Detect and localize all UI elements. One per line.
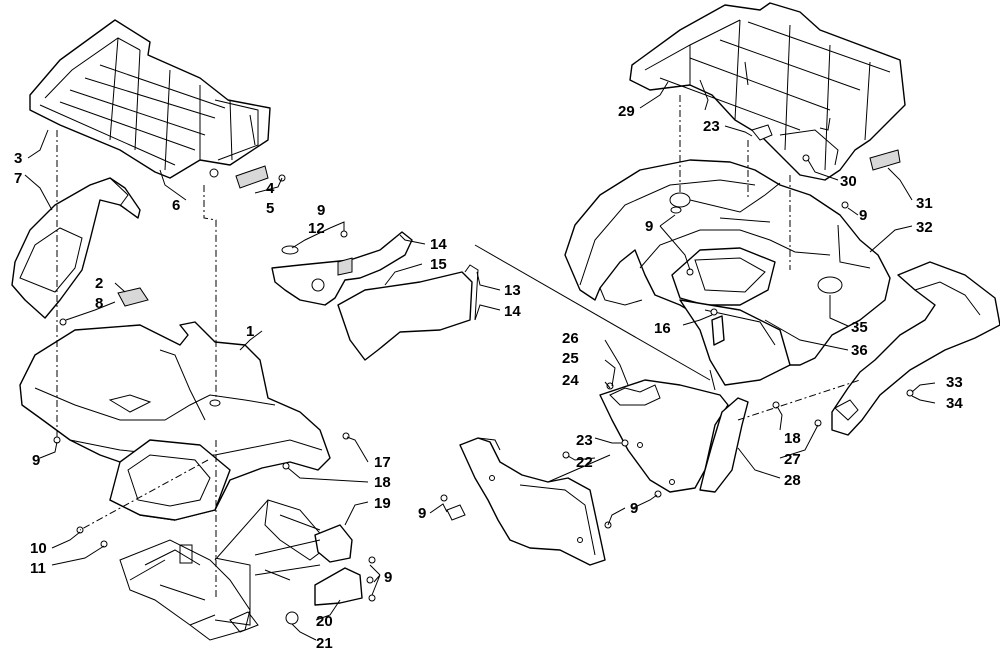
callout-9-side: 9 xyxy=(418,505,426,522)
panel-screw xyxy=(340,230,348,238)
callout-2: 2 xyxy=(95,275,103,292)
rack-bushing xyxy=(209,168,219,178)
callout-26: 26 xyxy=(562,330,579,347)
callout-11: 11 xyxy=(30,560,46,577)
rear-mount xyxy=(814,399,859,427)
support-screw-b xyxy=(366,576,374,584)
rear-fender xyxy=(564,159,891,366)
front-fender-flare xyxy=(11,177,141,319)
callout-10: 10 xyxy=(30,540,47,557)
callout-8: 8 xyxy=(95,295,103,312)
grommet xyxy=(281,245,299,255)
panel-clip xyxy=(446,504,466,521)
callout-34: 34 xyxy=(946,395,963,412)
panel-screw-left xyxy=(440,494,448,502)
callout-23-bottom: 23 xyxy=(576,432,593,449)
callout-31: 31 xyxy=(916,195,933,212)
front-fender xyxy=(19,321,331,521)
fender-support-plate xyxy=(314,567,363,606)
storage-compartment xyxy=(679,299,791,386)
fender-support-bracket xyxy=(314,524,353,563)
retaining-ring xyxy=(285,611,299,625)
callout-33: 33 xyxy=(946,374,963,391)
callout-22: 22 xyxy=(576,454,593,471)
front-frame-bracket xyxy=(119,539,259,641)
rear-screw-24 xyxy=(606,382,614,390)
callout-1: 1 xyxy=(246,323,254,340)
callout-12: 12 xyxy=(308,220,325,237)
rack-reflector xyxy=(235,165,269,189)
fender-screw-18 xyxy=(282,462,290,470)
callout-15: 15 xyxy=(430,256,447,273)
rear-mud-flap xyxy=(699,397,749,493)
compartment-screw xyxy=(710,308,718,316)
callout-7: 7 xyxy=(14,170,22,187)
callout-labels: 1 2 3 4 5 6 7 8 9 9 9 9 9 9 9 10 11 12 1… xyxy=(14,103,963,652)
rear-screw-9c xyxy=(841,201,849,209)
frame-mount-bracket xyxy=(264,499,331,581)
panel-nut xyxy=(562,451,570,459)
callout-32: 32 xyxy=(916,219,933,236)
callout-13: 13 xyxy=(504,282,521,299)
left-side-panel xyxy=(271,231,413,306)
callout-9-support: 9 xyxy=(384,569,392,586)
callout-20: 20 xyxy=(316,613,333,630)
callout-18-rear: 18 xyxy=(784,430,801,447)
rear-side-panel xyxy=(459,437,606,566)
callout-21: 21 xyxy=(316,635,333,652)
rear-screw-9a xyxy=(670,206,682,214)
assembly-reference-lines xyxy=(56,95,861,600)
fender-screw xyxy=(59,318,67,326)
callout-9-fender: 9 xyxy=(645,218,653,235)
leader-lines xyxy=(24,81,936,641)
callout-5: 5 xyxy=(266,200,274,217)
callout-14-top: 14 xyxy=(430,236,447,253)
splash-screw-2 xyxy=(621,439,629,447)
callout-9-front: 9 xyxy=(32,452,40,469)
front-screw-11 xyxy=(100,540,108,548)
callout-3: 3 xyxy=(14,150,22,167)
rear-screw-18 xyxy=(772,401,780,409)
rear-rack xyxy=(629,2,906,181)
side-panel-cover xyxy=(337,264,479,361)
callout-30: 30 xyxy=(840,173,857,190)
callout-19: 19 xyxy=(374,495,391,512)
callout-24: 24 xyxy=(562,372,579,389)
callout-25: 25 xyxy=(562,350,579,367)
support-screw-c xyxy=(368,594,376,602)
rear-reflector xyxy=(869,149,901,171)
support-screw-a xyxy=(368,556,376,564)
callout-29: 29 xyxy=(618,103,635,120)
callout-35: 35 xyxy=(851,319,868,336)
callout-16: 16 xyxy=(654,320,671,337)
callout-36: 36 xyxy=(851,342,868,359)
callout-6: 6 xyxy=(172,197,180,214)
rack-bolt xyxy=(802,154,810,162)
front-access-cover xyxy=(117,287,149,307)
rear-fender-flare xyxy=(831,261,1000,436)
callout-18-front: 18 xyxy=(374,474,391,491)
callout-27: 27 xyxy=(784,451,801,468)
storage-bracket xyxy=(711,315,725,346)
callout-9-panel: 9 xyxy=(317,202,325,219)
callout-28: 28 xyxy=(784,472,801,489)
callout-9-rear: 9 xyxy=(859,207,867,224)
fender-screw-17 xyxy=(342,432,350,440)
callout-4: 4 xyxy=(266,180,275,197)
flare-screw xyxy=(906,389,914,397)
rack-clip xyxy=(751,124,773,141)
callout-9-splash: 9 xyxy=(630,500,638,517)
callout-17: 17 xyxy=(374,454,391,471)
callout-23-top: 23 xyxy=(703,118,720,135)
front-rack xyxy=(29,19,271,179)
callout-14-bottom: 14 xyxy=(504,303,521,320)
